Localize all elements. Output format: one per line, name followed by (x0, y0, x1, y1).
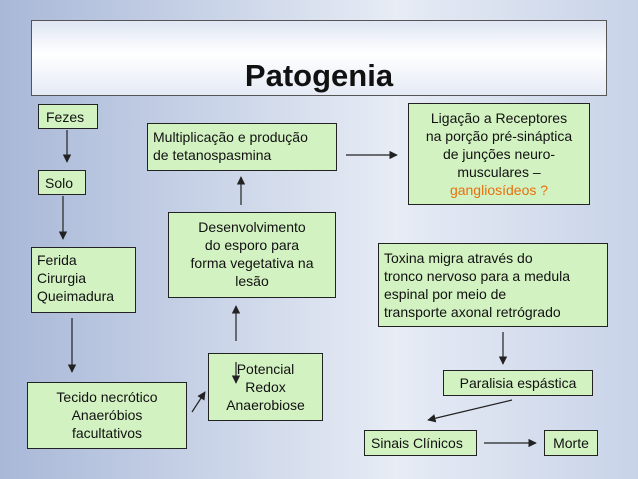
box-sinais-line: Sinais Clínicos (371, 435, 463, 451)
box-desenvolvimento-line: do esporo para (204, 237, 300, 253)
box-tecido-line: Anaeróbios (71, 407, 143, 423)
box-ferida-line: Ferida (37, 252, 77, 268)
box-toxina: Toxina migra através do tronco nervoso p… (378, 243, 608, 327)
box-ligacao-line: musculares – (457, 164, 541, 180)
box-desenvolvimento-line: forma vegetativa na (190, 255, 314, 271)
box-tecido-line: facultativos (71, 425, 143, 441)
box-fezes: Fezes (38, 104, 98, 129)
box-desenvolvimento: Desenvolvimento do esporo para forma veg… (168, 212, 336, 298)
box-toxina-line: transporte axonal retrógrado (384, 304, 561, 320)
box-paralisia: Paralisia espástica (443, 370, 593, 396)
box-ligacao-line: na porção pré-sináptica (425, 128, 573, 144)
box-ferida: Ferida Cirurgia Queimadura (31, 247, 136, 313)
box-fezes-line: Fezes (46, 109, 85, 125)
arrow-paralisia-to-sinais (427, 399, 513, 423)
box-desenvolvimento-line: lesão (235, 273, 269, 289)
title-banner: Patogenia (31, 20, 607, 96)
box-ferida-line: Queimadura (37, 288, 115, 304)
box-ligacao-line: de junções neuro- (442, 146, 556, 162)
box-potencial-line: Potencial (236, 361, 295, 377)
box-solo-line: Solo (45, 175, 74, 191)
box-ferida-line: Cirurgia (37, 270, 87, 286)
box-potencial-line: Anaerobiose (226, 397, 305, 413)
box-multiplicacao-line: Multiplicação e produção (153, 129, 308, 145)
box-morte-line: Morte (553, 435, 589, 451)
box-multiplicacao: Multiplicação e produção de tetanospasmi… (147, 123, 337, 171)
box-ligacao-line: Ligação a Receptores (430, 110, 568, 126)
box-solo: Solo (38, 170, 86, 195)
box-tecido-necrotico: Tecido necrótico Anaeróbios facultativos (27, 382, 187, 449)
box-sinais-clinicos: Sinais Clínicos (364, 430, 477, 456)
box-tecido-line: Tecido necrótico (56, 389, 158, 405)
box-toxina-line: espinal por meio de (384, 286, 507, 302)
box-desenvolvimento-line: Desenvolvimento (198, 219, 306, 235)
box-ligacao-highlight: gangliosídeos ? (449, 182, 549, 198)
slide-title: Patogenia (244, 58, 394, 93)
box-multiplicacao-line: de tetanospasmina (153, 147, 272, 163)
box-toxina-line: tronco nervoso para a medula (384, 268, 570, 284)
box-ligacao-receptores: Ligação a Receptores na porção pré-sináp… (408, 103, 590, 205)
box-potencial-redox: Potencial Redox Anaerobiose (208, 353, 323, 421)
box-toxina-line: Toxina migra através do (384, 250, 533, 266)
box-paralisia-line: Paralisia espástica (459, 375, 577, 391)
box-morte: Morte (544, 430, 598, 456)
box-potencial-line: Redox (245, 379, 286, 395)
arrow-tecido-to-potencial (191, 391, 206, 413)
